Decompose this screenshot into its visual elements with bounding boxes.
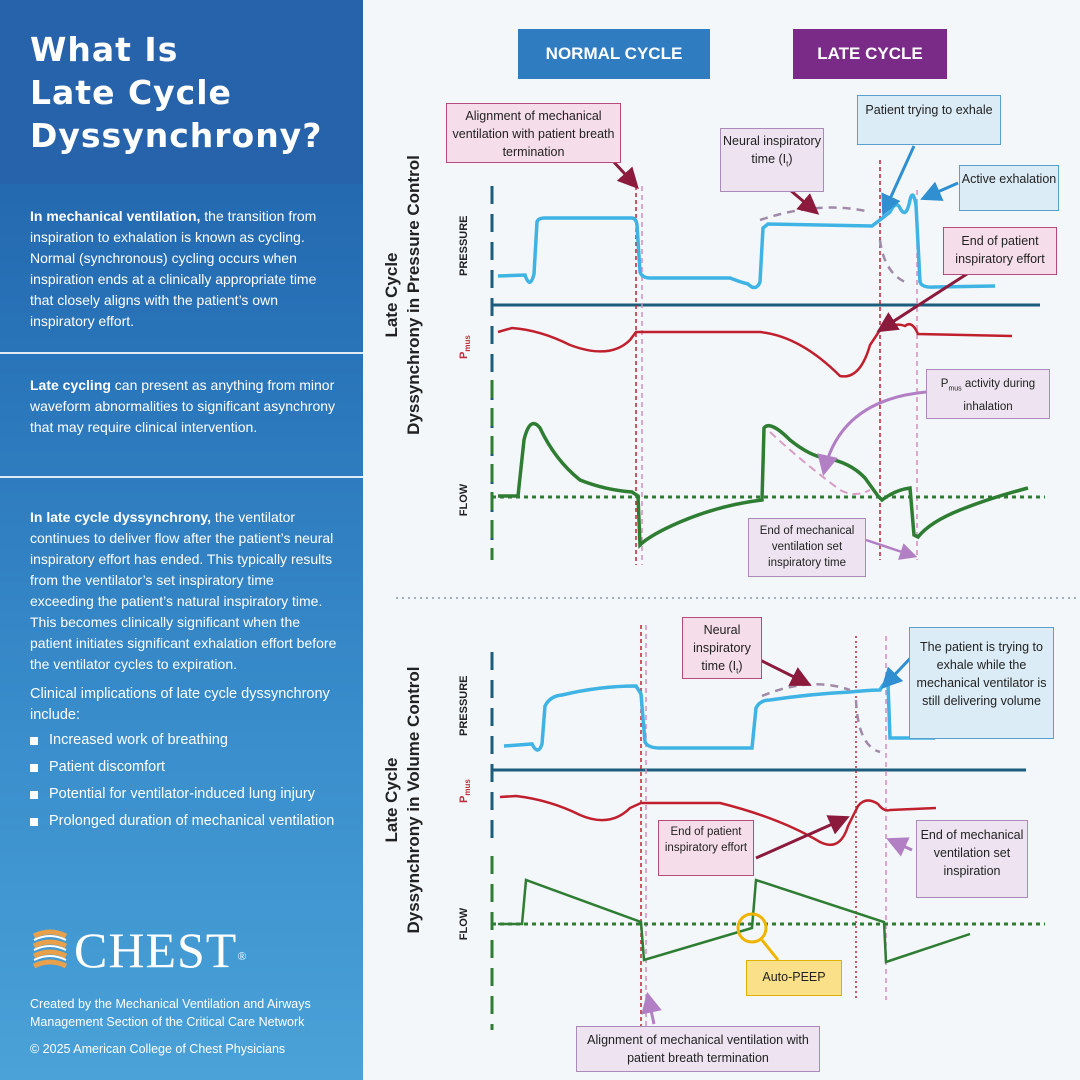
- neural-sub: t: [786, 159, 789, 169]
- credit-text: Created by the Mechanical Ventilation an…: [30, 997, 311, 1029]
- implication-item: Prolonged duration of mechanical ventila…: [30, 811, 339, 832]
- neural-arrow-vc: [759, 658, 812, 686]
- implication-item: Potential for ventilator-induced lung in…: [30, 784, 339, 805]
- neural-close: ): [788, 152, 793, 166]
- waveform-diagram: [396, 145, 1080, 1035]
- flow-wave-pc: [498, 421, 1029, 550]
- pmus-p: P: [457, 351, 470, 359]
- label-trying-exhale: Patient trying to exhale: [857, 95, 1001, 145]
- label-pmus-activity: Pmus activity during inhalation: [926, 369, 1050, 419]
- auto-peep-circle: [736, 912, 768, 944]
- neural-text: Neural inspiratory time (I: [723, 134, 821, 166]
- pressure-wave-pc: [497, 193, 996, 290]
- bullet-square-icon: [30, 764, 38, 772]
- registered-mark: ®: [237, 949, 248, 963]
- pmus-activity-text: activity during inhalation: [961, 378, 1036, 414]
- label-end-mech-vc: End of mechanical ventilation set inspir…: [916, 820, 1028, 898]
- chest-logo-word: CHEST: [74, 922, 238, 978]
- pmus-wave-pc: [497, 323, 1013, 378]
- panel2-title-line1: Late Cycle: [382, 757, 401, 843]
- implications-intro: Clinical implications of late cycle dyss…: [30, 686, 330, 723]
- chest-logo-text: CHEST®: [74, 924, 247, 976]
- pmus-activity-sub: mus: [948, 385, 962, 393]
- active-arrow: [920, 181, 959, 201]
- alignment-arrow-vc: [641, 991, 662, 1025]
- neural-arrow: [789, 188, 820, 215]
- end-effort-arrow: [876, 270, 971, 333]
- pmus-p-vc: P: [457, 795, 470, 803]
- pressure-wave-vc: [503, 681, 935, 752]
- late-cycle-header: LATE CYCLE: [793, 29, 947, 79]
- label-neural-time-vc: Neural inspiratory time (It): [682, 617, 762, 679]
- label-end-effort-vc: End of patient inspiratory effort: [658, 820, 754, 876]
- section-cycling-bold: In mechanical ventilation,: [30, 208, 201, 224]
- neural-sub-vc: t: [736, 666, 739, 676]
- title-box: What Is Late Cycle Dyssynchrony?: [0, 0, 363, 184]
- label-patient-exhale-vc: The patient is trying to exhale while th…: [909, 627, 1054, 739]
- page-title: What Is Late Cycle Dyssynchrony?: [30, 28, 350, 157]
- title-line-1: What Is: [30, 30, 179, 69]
- chest-logo: CHEST®: [30, 924, 330, 976]
- section-late-cycling-bold: Late cycling: [30, 377, 111, 393]
- bullet-square-icon: [30, 818, 38, 826]
- pmus-activity-dash: [769, 431, 871, 495]
- flow-wave-vc: [498, 878, 971, 964]
- section-dyssynchrony-bold: In late cycle dyssynchrony,: [30, 509, 212, 525]
- trying-arrow: [881, 145, 916, 216]
- end-mech-arrow-vc: [886, 837, 913, 857]
- normal-cycle-header: NORMAL CYCLE: [518, 29, 710, 79]
- end-effort-arrow-vc: [755, 815, 850, 860]
- divider: [0, 352, 363, 354]
- implication-text: Potential for ventilator-induced lung in…: [49, 786, 315, 802]
- divider: [0, 476, 363, 478]
- axis-flow-label: FLOW: [458, 483, 470, 517]
- pmus-sub-vc: mus: [463, 779, 473, 796]
- label-end-mech: End of mechanical ventilation set inspir…: [748, 518, 866, 577]
- label-end-effort: End of patient inspiratory effort: [943, 227, 1057, 275]
- pmus-activity-arrow: [817, 390, 927, 477]
- neural-time-arc-vc-2: [854, 699, 881, 754]
- end-mech-arrow: [865, 538, 918, 560]
- pmus-sub: mus: [463, 335, 473, 352]
- section-cycling: In mechanical ventilation, the transitio…: [30, 206, 340, 332]
- implication-item: Increased work of breathing: [30, 730, 339, 751]
- title-line-2: Late Cycle: [30, 73, 232, 112]
- panel2-title-line2: Dyssynchrony in Volume Control: [404, 666, 423, 934]
- panel1-title: Late Cycle Dyssynchrony in Pressure Cont…: [381, 145, 429, 445]
- panel1-title-line1: Late Cycle: [382, 252, 401, 338]
- copyright-text: © 2025 American College of Chest Physici…: [30, 1042, 286, 1056]
- section-dyssynchrony: In late cycle dyssynchrony, the ventilat…: [30, 507, 340, 675]
- title-line-3: Dyssynchrony?: [30, 116, 323, 155]
- panel2-title: Late Cycle Dyssynchrony in Volume Contro…: [381, 650, 429, 950]
- label-alignment-vc: Alignment of mechanical ventilation with…: [576, 1026, 820, 1072]
- implication-text: Prolonged duration of mechanical ventila…: [49, 813, 335, 829]
- chest-logo-icon: [32, 929, 68, 969]
- bullet-square-icon: [30, 791, 38, 799]
- axis-pmus-label: Pmus: [458, 332, 472, 362]
- pmus-activity-p: P: [940, 378, 949, 390]
- info-sidebar: What Is Late Cycle Dyssynchrony? In mech…: [0, 0, 363, 1080]
- alignment-arrow: [610, 158, 639, 190]
- axis-pressure-label-vc: PRESSURE: [458, 675, 470, 736]
- axis-pressure-label: PRESSURE: [458, 215, 470, 276]
- panel1-title-line2: Dyssynchrony in Pressure Control: [404, 155, 423, 435]
- section-late-cycling: Late cycling can present as anything fro…: [30, 375, 340, 438]
- label-auto-peep: Auto-PEEP: [746, 960, 842, 996]
- neural-time-arc-2: [878, 239, 906, 284]
- bullet-square-icon: [30, 737, 38, 745]
- implication-text: Increased work of breathing: [49, 732, 228, 748]
- implication-item: Patient discomfort: [30, 757, 339, 778]
- implication-text: Patient discomfort: [49, 759, 166, 775]
- label-alignment: Alignment of mechanical ventilation with…: [446, 103, 621, 163]
- section-cycling-text: the transition from inspiration to exhal…: [30, 208, 317, 329]
- axis-flow-label-vc: FLOW: [458, 907, 470, 941]
- neural-close-vc: ): [738, 659, 743, 673]
- auto-peep-pointer: [760, 939, 780, 961]
- axis-pmus-label-vc: Pmus: [458, 776, 472, 806]
- label-neural-time: Neural inspiratory time (It): [720, 128, 824, 192]
- section-late-cycling-text: can present as anything from minor wavef…: [30, 377, 336, 435]
- neural-text-vc: Neural inspiratory time (I: [693, 623, 751, 673]
- label-active-exhalation: Active exhalation: [959, 165, 1059, 211]
- section-dyssynchrony-text: the ventilator continues to deliver flow…: [30, 509, 337, 672]
